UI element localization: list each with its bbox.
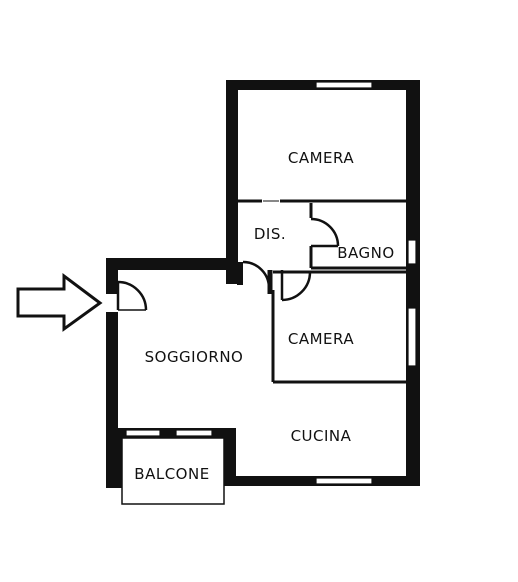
room-label-bagno: BAGNO <box>337 244 394 262</box>
room-label-soggiorno: SOGGIORNO <box>145 348 244 366</box>
balcony-outline <box>121 437 225 505</box>
room-label-dis: DIS. <box>254 225 286 243</box>
outer-walls <box>106 80 420 488</box>
room-label-camera-middle: CAMERA <box>288 330 354 348</box>
room-label-cucina: CUCINA <box>291 427 352 445</box>
room-label-camera-top: CAMERA <box>288 149 354 167</box>
windows <box>125 81 417 485</box>
interior-walls <box>237 199 408 384</box>
room-label-balcone: BALCONE <box>134 465 209 483</box>
entrance-arrow-icon <box>16 273 103 332</box>
doors <box>116 200 340 311</box>
